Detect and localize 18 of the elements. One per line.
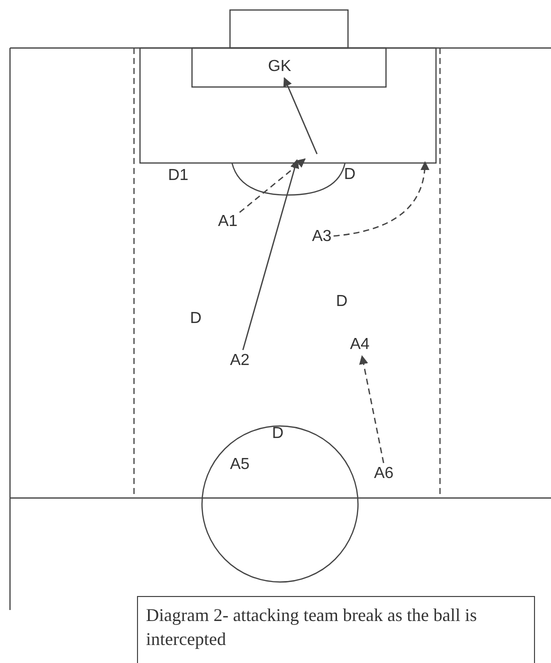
player-label: A1 [218,213,238,231]
player-label: A5 [230,456,250,474]
player-label: D [190,310,202,328]
player-label: D1 [168,167,188,185]
pass-arrow [283,77,318,154]
player-label: GK [268,58,292,76]
player-label: A3 [312,228,332,246]
player-label: A6 [374,465,394,483]
run-arrow [239,158,306,213]
player-label: D [344,166,356,184]
run-arrow [359,355,384,464]
run-arrow [334,161,430,237]
player-label: D [336,293,348,311]
player-label: A4 [350,336,370,354]
caption: Diagram 2- attacking team break as the ball is intercepted [146,605,477,649]
player-label: D [272,425,284,443]
player-label: A2 [230,352,250,370]
pass-arrow [242,159,300,350]
